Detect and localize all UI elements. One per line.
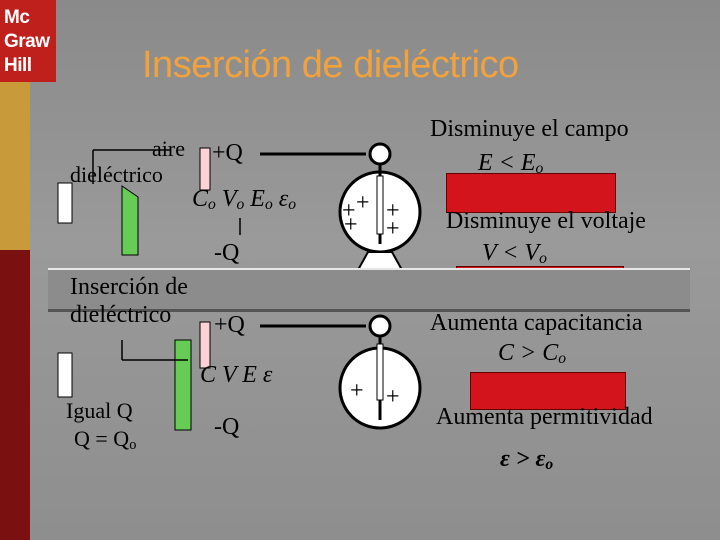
same-q-line2: Q = Qo bbox=[74, 426, 137, 453]
top-sign-2: + bbox=[356, 190, 370, 216]
effect-1-relation: E < Eo bbox=[478, 150, 544, 178]
bottom-electroscope-leaf bbox=[376, 343, 384, 401]
effect-4-text: Aumenta permitividad bbox=[436, 404, 653, 430]
top-plus-q: +Q bbox=[212, 140, 243, 166]
logo-line-2: Graw bbox=[4, 31, 50, 52]
bottom-heading-line1: Inserción de bbox=[70, 274, 188, 300]
slide-title: Inserción de dieléctrico bbox=[142, 44, 519, 86]
label-dielectric: dieléctrico bbox=[70, 162, 163, 187]
bottom-dielectric-slab bbox=[174, 339, 192, 431]
top-minus-q: -Q bbox=[214, 240, 240, 266]
top-right-plate bbox=[199, 147, 211, 191]
bottom-heading-line2: dieléctrico bbox=[70, 302, 172, 328]
top-capacitor bbox=[57, 142, 422, 278]
top-sign-4: + bbox=[386, 216, 400, 242]
effect-2-text: Disminuye el voltaje bbox=[446, 208, 646, 234]
bottom-electroscope-knob bbox=[368, 314, 392, 338]
bottom-right-plate bbox=[199, 321, 211, 369]
cover-box-3[interactable] bbox=[470, 372, 626, 410]
logo-line-1: Mc bbox=[4, 7, 30, 28]
same-q-line1: Igual Q bbox=[66, 398, 133, 423]
effect-4-relation: ε > εo bbox=[500, 446, 554, 474]
top-electroscope-leaf bbox=[376, 175, 384, 235]
top-dielectric-slab bbox=[121, 185, 139, 256]
cover-box-1[interactable] bbox=[446, 173, 616, 213]
top-sign-5: + bbox=[344, 212, 358, 238]
bottom-sign-1: + bbox=[350, 378, 364, 404]
top-sign-1: + bbox=[342, 198, 356, 224]
bottom-sign-2: + bbox=[386, 384, 400, 410]
label-air: aire bbox=[152, 136, 185, 161]
left-accent-strip-bottom bbox=[0, 250, 30, 540]
top-sign-3: + bbox=[386, 198, 400, 224]
bottom-plus-q: +Q bbox=[214, 312, 245, 338]
bottom-minus-q: -Q bbox=[214, 414, 240, 440]
top-left-plate bbox=[57, 182, 73, 224]
logo-line-3: Hill bbox=[4, 55, 32, 76]
bottom-left-plate bbox=[57, 352, 73, 398]
bottom-capacitor bbox=[57, 314, 422, 431]
effect-3-text: Aumenta capacitancia bbox=[430, 310, 643, 336]
effect-2-relation: V < Vo bbox=[482, 240, 547, 268]
top-electroscope-knob bbox=[368, 142, 392, 166]
top-symbols: Co Vo Eo εo bbox=[192, 186, 297, 214]
mcgraw-hill-logo: Mc Graw Hill bbox=[0, 0, 56, 82]
effect-3-relation: C > Co bbox=[498, 340, 567, 368]
effect-1-text: Disminuye el campo bbox=[430, 116, 629, 142]
section-divider-band bbox=[48, 268, 690, 312]
bottom-symbols: C V E ε bbox=[200, 362, 273, 388]
